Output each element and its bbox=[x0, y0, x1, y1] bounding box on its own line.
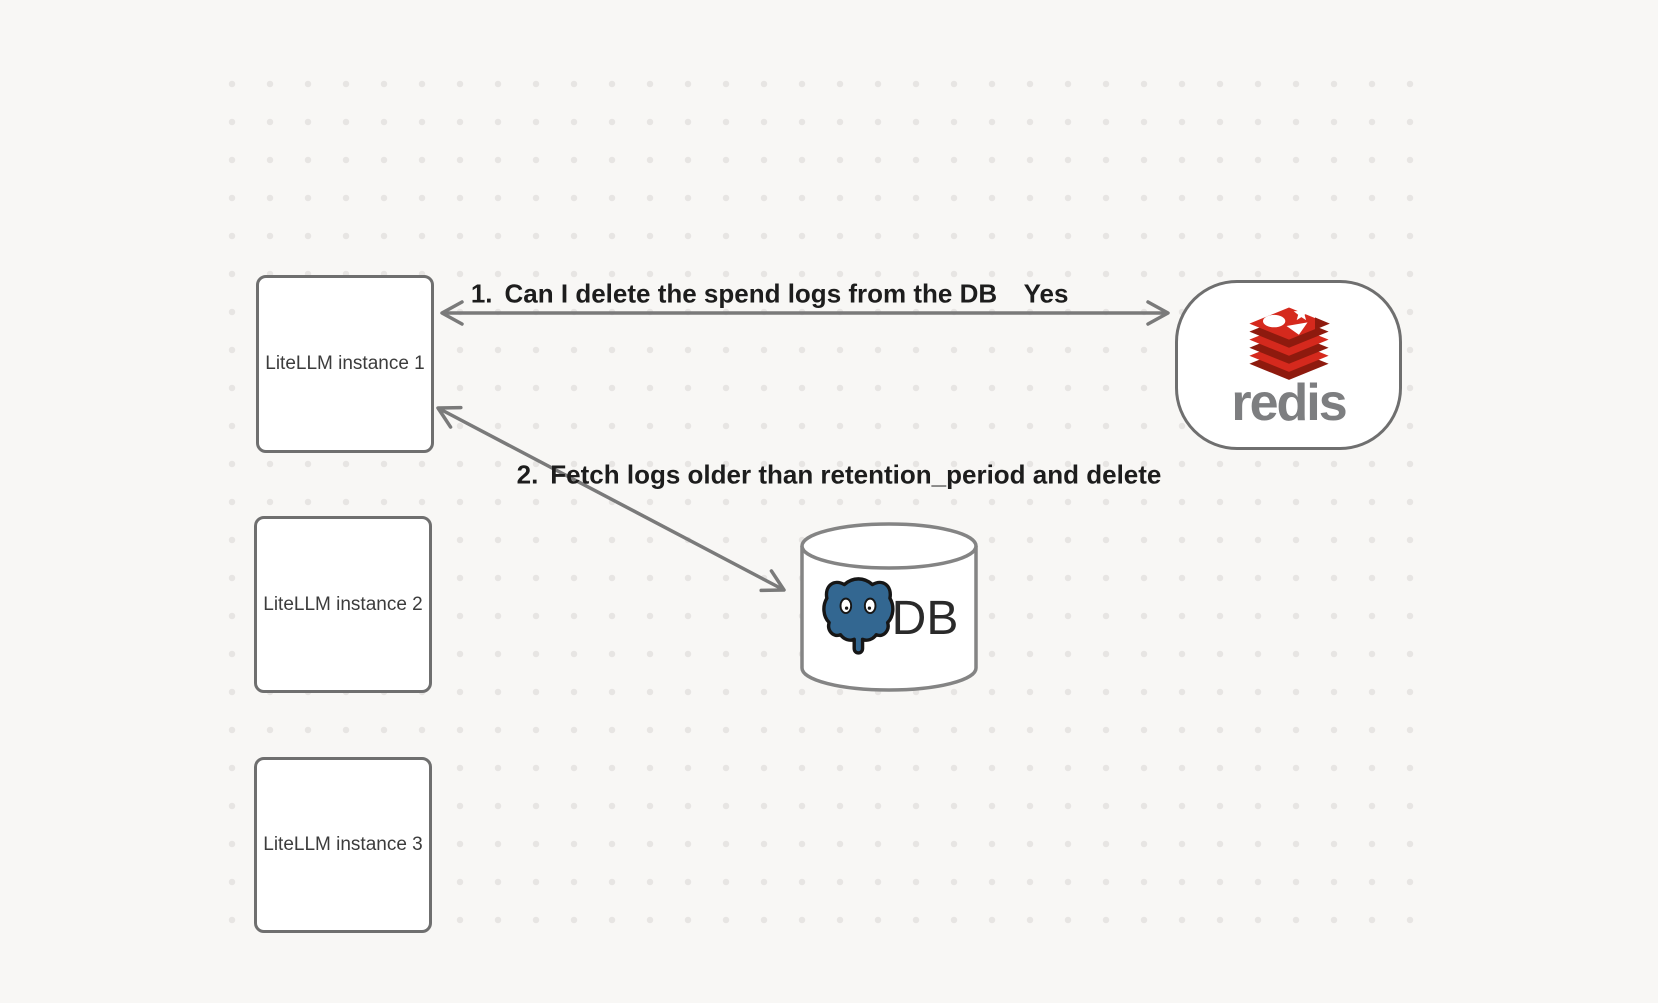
node-database: DB bbox=[798, 520, 980, 696]
node-label: LiteLLM instance 3 bbox=[263, 834, 423, 855]
edge1-answer: Yes bbox=[1024, 279, 1069, 310]
edge2-label: 2. Fetch logs older than retention_perio… bbox=[517, 460, 1162, 491]
edge1-answer-text: Yes bbox=[1023, 278, 1069, 309]
redis-stack-icon bbox=[1248, 305, 1330, 380]
node-litellm-instance-3: LiteLLM instance 3 bbox=[254, 757, 432, 933]
node-redis: redis bbox=[1175, 280, 1402, 450]
db-label: DB bbox=[891, 591, 959, 645]
edge-instance1-db-arrow bbox=[436, 405, 786, 593]
edge2-number: 2. bbox=[516, 459, 539, 490]
edge1-number: 1. bbox=[470, 278, 493, 309]
node-litellm-instance-2: LiteLLM instance 2 bbox=[254, 516, 432, 693]
redis-wordmark: redis bbox=[1231, 373, 1347, 432]
edge1-label: 1. Can I delete the spend logs from the … bbox=[471, 279, 997, 310]
node-litellm-instance-1: LiteLLM instance 1 bbox=[256, 275, 434, 453]
edge1-text: Can I delete the spend logs from the DB bbox=[504, 278, 998, 309]
node-label: LiteLLM instance 1 bbox=[265, 353, 425, 374]
edge2-text: Fetch logs older than retention_period a… bbox=[550, 459, 1162, 490]
postgresql-elephant-icon bbox=[821, 577, 895, 655]
node-label: LiteLLM instance 2 bbox=[263, 593, 423, 615]
